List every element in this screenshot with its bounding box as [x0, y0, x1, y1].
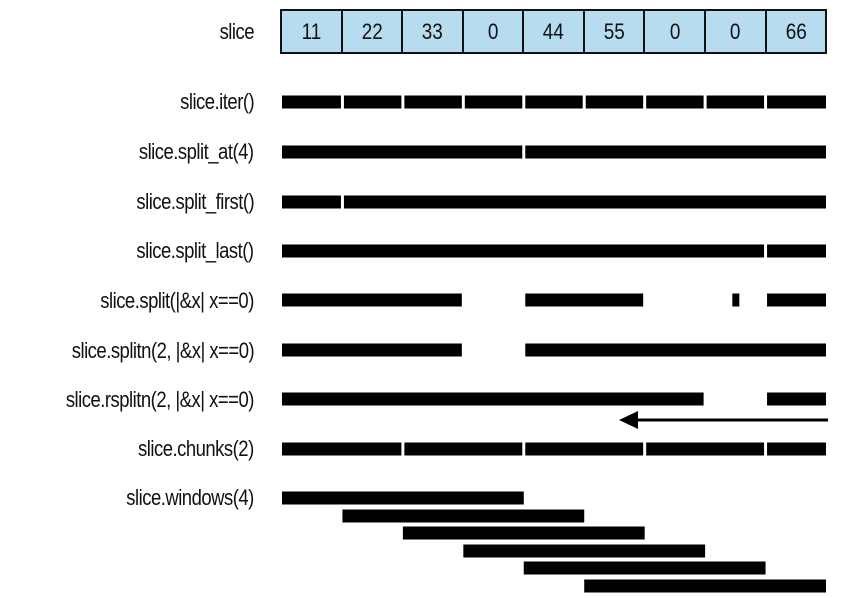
slice-segment-bar: [646, 95, 704, 109]
slice-segment-bar: [525, 343, 826, 357]
slice-segment-bar: [525, 145, 826, 159]
row-label-split-first: slice.split_first(): [136, 189, 254, 214]
window-bar: [523, 561, 766, 575]
slice-segment-bar: [732, 293, 740, 307]
slice-cell: 33: [401, 11, 462, 52]
slice-segment-bar: [282, 343, 462, 357]
slice-segment-bar: [343, 95, 402, 109]
slice-cell: 22: [340, 11, 402, 52]
row-label-chunks: slice.chunks(2): [138, 436, 254, 461]
slice-cell-value: 22: [361, 18, 383, 44]
slice-segment-bar: [282, 95, 341, 109]
slice-cell: 0: [703, 11, 765, 52]
row-label-split: slice.split(|&x| x==0): [100, 288, 254, 313]
slice-cell-value: 33: [421, 18, 443, 44]
window-bar: [342, 509, 585, 523]
slice-segment-bar: [767, 95, 826, 109]
slice-segment-bar: [282, 244, 765, 258]
slice-segment-bar: [282, 293, 462, 307]
row-label-rsplitn: slice.rsplitn(2, |&x| x==0): [65, 387, 255, 412]
window-bar: [463, 544, 706, 558]
slice-segment-bar: [585, 95, 644, 109]
slice-segment-bar: [404, 442, 523, 456]
slice-label: slice: [219, 19, 255, 44]
slice-cell: 66: [764, 11, 826, 52]
window-bar: [402, 526, 645, 540]
slice-segment-bar: [404, 95, 462, 109]
row-label-iter: slice.iter(): [179, 89, 255, 114]
row-label-split-last: slice.split_last(): [136, 238, 255, 263]
slice-segment-bar: [646, 442, 765, 456]
slice-segment-bar: [767, 244, 826, 258]
slice-cell: 44: [522, 11, 583, 52]
slice-segment-bar: [767, 392, 826, 406]
slice-cell: 55: [582, 11, 644, 52]
slice-segment-bar: [525, 442, 644, 456]
slice-cell-value: 55: [603, 18, 625, 44]
slice-segment-bar: [706, 95, 765, 109]
slice-cell-value: 11: [301, 18, 322, 44]
slice-cells: 11 22 33 0 44 55 0 0 66: [280, 9, 827, 54]
slice-cell: 0: [643, 11, 704, 52]
slice-segment-bar: [282, 195, 341, 209]
slice-cell-value: 0: [669, 18, 680, 44]
slice-segment-bar: [767, 293, 826, 307]
slice-segment-bar: [525, 293, 644, 307]
window-bar: [584, 579, 826, 593]
slice-cell-value: 0: [487, 18, 499, 44]
row-label-split-at: slice.split_at(4): [139, 139, 254, 164]
slice-cell: 11: [282, 11, 341, 52]
slice-cell: 0: [461, 11, 523, 52]
row-label-splitn: slice.splitn(2, |&x| x==0): [71, 338, 255, 363]
slice-segment-bar: [343, 195, 826, 209]
window-bar: [282, 491, 524, 505]
slice-segment-bar: [525, 95, 583, 109]
slice-cell-value: 44: [542, 18, 565, 44]
reverse-arrow-icon: [619, 411, 638, 429]
slice-cell-value: 0: [729, 18, 741, 44]
slice-segment-bar: [282, 145, 523, 159]
slice-cell-value: 66: [785, 18, 807, 44]
row-label-windows: slice.windows(4): [126, 485, 255, 510]
slice-segment-bar: [464, 95, 523, 109]
slice-segment-bar: [282, 392, 704, 406]
slice-segment-bar: [282, 442, 402, 456]
slice-segment-bar: [767, 442, 826, 456]
